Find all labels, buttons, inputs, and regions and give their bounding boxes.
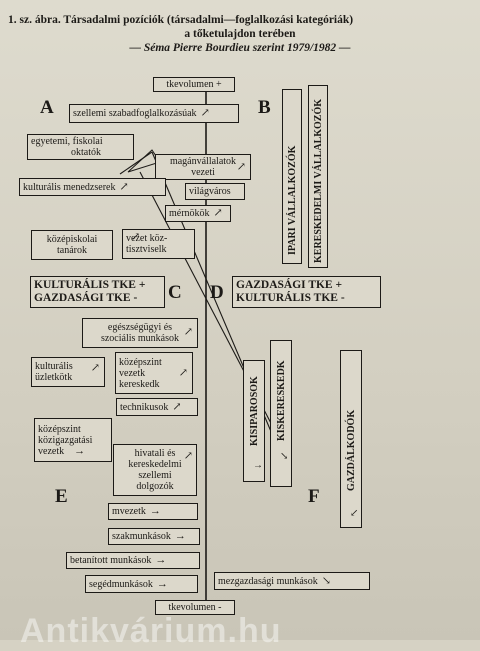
box-hivatali-dolgozok: hivatali és kereskedelmi szellemi dolgoz… bbox=[113, 444, 197, 496]
arrow-right-icon: → bbox=[149, 505, 161, 517]
arrow-up-right-icon: ↗ bbox=[119, 180, 129, 193]
box-kereskedelmi-vallalkozok: KERESKEDELMI VÁLLALKOZÓK bbox=[308, 85, 328, 268]
arrow-up-right-icon: ↗ bbox=[90, 362, 100, 374]
arrow-right-icon: → bbox=[74, 444, 86, 457]
axis-bottom-label: tkevolumen - bbox=[155, 600, 235, 615]
figure-caption-title: 1. sz. ábra. Társadalmi pozíciók (társad… bbox=[8, 14, 354, 26]
box-betanitott-munkasok: betanított munkások→ bbox=[66, 552, 200, 569]
arrow-right-icon: → bbox=[174, 530, 186, 542]
arrow-up-right-icon: ↗ bbox=[183, 450, 193, 462]
axis-top-label: tkevolumen + bbox=[153, 77, 235, 92]
arrow-up-right-icon: ↗ bbox=[200, 107, 210, 119]
box-vezet-koztisztviselk: vezet köz- tisztviselk ↗ bbox=[122, 229, 195, 259]
region-f-letter: F bbox=[308, 486, 320, 507]
box-szakmunkasok: szakmunkások→ bbox=[108, 528, 200, 545]
region-b-letter: B bbox=[258, 97, 271, 118]
arrow-right-icon: → bbox=[156, 577, 168, 590]
arrow-up-right-icon: ↗ bbox=[172, 400, 182, 413]
box-ipari-vallalkozok: IPARI VÁLLALKOZÓK bbox=[282, 89, 302, 264]
box-gazdalkodok: GAZDÁLKODÓK ↙ bbox=[340, 350, 362, 528]
arrow-up-right-icon: ↗ bbox=[213, 207, 223, 219]
region-d-letter: D bbox=[210, 282, 224, 303]
box-mernokok: mérnökök↗ bbox=[165, 205, 231, 222]
arrow-down-right-icon: ↘ bbox=[321, 574, 331, 587]
box-mvezetk: mvezetk→ bbox=[108, 503, 198, 520]
box-vilagvaros: világváros bbox=[185, 183, 245, 200]
box-kozepszint-kereskedk: középszint vezetk kereskedk ↗ bbox=[115, 352, 193, 394]
trajectory-line-3 bbox=[119, 151, 153, 175]
box-technikusok: technikusok↗ bbox=[116, 398, 198, 416]
box-segedmunkasok: segédmunkások→ bbox=[85, 575, 198, 593]
figure-caption-subtitle: a tőketulajdon terében bbox=[184, 28, 296, 40]
box-maganvallalatok: magánvállalatok vezeti ↗ bbox=[155, 154, 251, 180]
arrow-down-left-icon: ↙ bbox=[350, 508, 359, 519]
region-a-letter: A bbox=[40, 97, 54, 118]
box-egyetemi: egyetemi, fiskolai oktatók bbox=[27, 134, 134, 160]
arrow-up-right-icon: ↗ bbox=[183, 326, 193, 338]
arrow-down-right-icon: ↘ bbox=[280, 451, 289, 462]
box-kulturalis-uzletkotk: kulturális üzletkötk ↗ bbox=[31, 357, 105, 387]
box-kozepiskolai: középiskolai tanárok bbox=[31, 230, 113, 260]
box-mezogazdasagi-munkasok: mezgazdasági munkások↘ bbox=[214, 572, 370, 590]
region-e-letter: E bbox=[55, 486, 68, 507]
box-kiskereskedk: KISKERESKEDK ↘ bbox=[270, 340, 292, 487]
arrow-up-right-icon: ↗ bbox=[178, 367, 188, 379]
box-kulturalis-menedzserek: kulturális menedzserek↗ bbox=[19, 178, 166, 196]
quadrant-label-left: KULTURÁLIS TKE + GAZDASÁGI TKE - bbox=[30, 276, 165, 308]
arrow-right-icon: → bbox=[155, 554, 167, 566]
arrow-up-right-icon: ↗ bbox=[131, 231, 141, 243]
arrow-right-icon: → bbox=[253, 460, 263, 471]
box-kozigazgatasi-vezetk: középszint közigazgatási vezetk→ bbox=[34, 418, 112, 462]
region-c-letter: C bbox=[168, 282, 182, 303]
figure-caption-source: — Séma Pierre Bourdieu szerint 1979/1982… bbox=[129, 42, 351, 54]
box-szellemi: szellemi szabadfoglalkozásúak↗ bbox=[69, 104, 239, 123]
box-kisiparosok: KISIPAROSOK → bbox=[243, 360, 265, 482]
quadrant-label-right: GAZDASÁGI TKE + KULTURÁLIS TKE - bbox=[232, 276, 381, 308]
arrow-up-right-icon: ↗ bbox=[236, 161, 246, 173]
watermark-text: Antikvárium.hu bbox=[20, 612, 282, 650]
box-egeszsegugyi: egészségügyi és szociális munkások ↗ bbox=[82, 318, 198, 348]
